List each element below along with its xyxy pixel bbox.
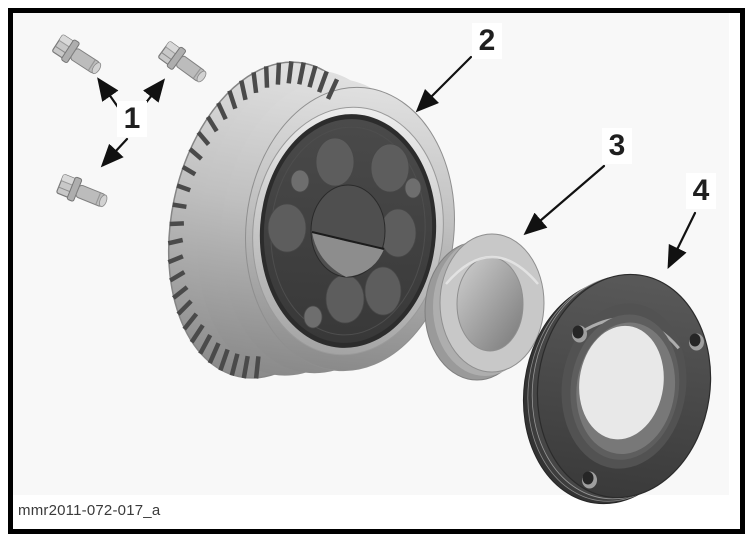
callout-label-4: 4 [686, 173, 716, 209]
callout-label-3: 3 [602, 128, 632, 164]
rotor-center-bore [310, 184, 386, 278]
flange-bolt-holes [572, 325, 704, 489]
rotor-teeth [167, 61, 340, 379]
rotor-part [167, 61, 455, 379]
rotor-large-holes [267, 137, 417, 324]
figure-caption: mmr2011-072-017_a [18, 502, 161, 519]
callout-arrow [97, 77, 122, 112]
callout-arrow [415, 55, 473, 113]
callout-label-1: 1 [117, 101, 147, 137]
callout-arrow [100, 137, 129, 168]
retainer-flange-part [522, 273, 712, 505]
callout-arrow [667, 211, 697, 269]
callout-label-2: 2 [472, 23, 502, 59]
rotor-small-holes [290, 169, 422, 329]
spacer-ring-part [424, 233, 545, 381]
callout-arrow [523, 164, 606, 236]
